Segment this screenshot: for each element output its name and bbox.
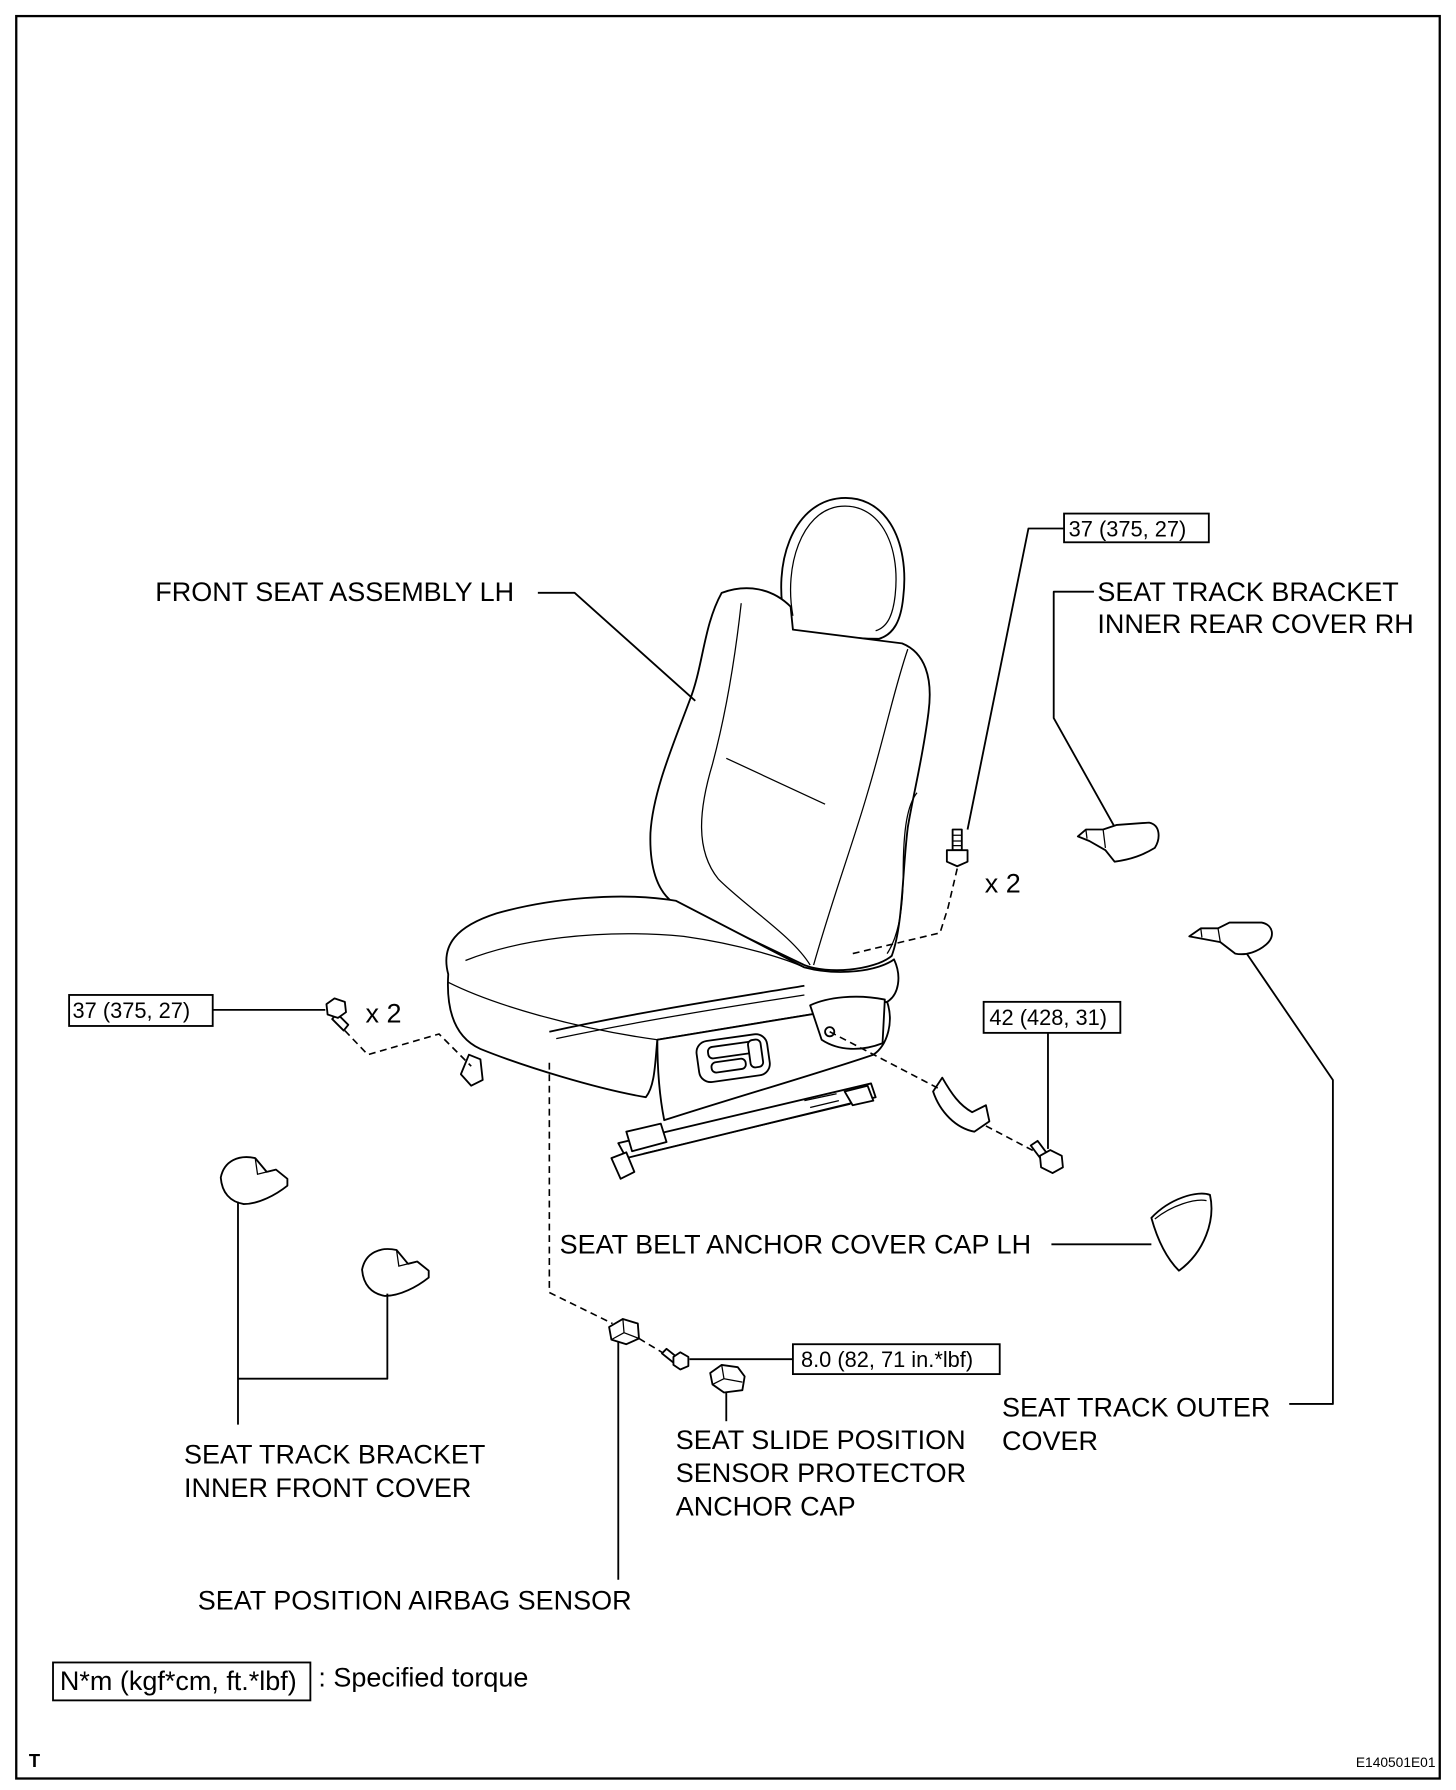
inner-front-cover-upper-edge: [254, 1158, 277, 1175]
seatback-inner-panel-right: [812, 648, 909, 966]
inner-rear-cover-label-line2: INNER REAR COVER RH: [1097, 609, 1413, 639]
seat-cushion-base-line: [549, 984, 805, 1033]
power-seat-switch-knob-recline: [710, 1057, 747, 1074]
front-bolt-torque-value: 37 (375, 27): [73, 998, 191, 1023]
inner-front-cover-label-line1: SEAT TRACK BRACKET: [184, 1440, 485, 1470]
corner-mark: T: [29, 1750, 41, 1771]
front-bolt-install-path: [344, 1030, 472, 1067]
belt-anchor-install-path: [829, 1031, 941, 1090]
rear-bolt-torque-leader: [966, 527, 1065, 830]
outer-cover-label-line2: COVER: [1002, 1426, 1098, 1456]
inner-rear-cover-rh-edge: [1085, 829, 1107, 848]
inner-front-cover-lower-edge: [395, 1249, 418, 1267]
sensor-bolt-install-path: [638, 1337, 663, 1353]
sensor-bolt-torque-value: 8.0 (82, 71 in.*lbf): [801, 1347, 973, 1372]
seat-track-left-foot: [459, 1053, 484, 1087]
sensor-install-path: [548, 1062, 613, 1325]
seat-cushion-top-seam: [465, 933, 805, 968]
torque-legend-box: [52, 1661, 312, 1702]
seat-track-outer-cover: [1188, 921, 1273, 956]
anchor-cap-label-line3: ANCHOR CAP: [676, 1491, 856, 1521]
rear-bolt: [945, 828, 969, 868]
airbag-sensor-label: SEAT POSITION AIRBAG SENSOR: [198, 1586, 632, 1616]
sensor-protector-anchor-cap: [709, 1363, 746, 1394]
sensor-bolt-head: [672, 1351, 690, 1371]
belt-anchor-bolt-torque-box: [982, 1000, 1122, 1034]
inner-front-cover-label-line2: INNER FRONT COVER: [184, 1473, 471, 1503]
front-seat-assembly: [445, 497, 931, 1180]
seatback-outline: [649, 587, 931, 972]
inner-front-cover-leader-lower: [237, 1293, 389, 1380]
belt-anchor-bolt-install-path: [985, 1125, 1035, 1152]
power-seat-switch-knob-lumbar: [747, 1038, 765, 1069]
seat-cushion-outline: [445, 895, 900, 1099]
inner-front-cover-upper: [219, 1156, 289, 1205]
sensor-protector-anchor-cap-detail: [712, 1364, 743, 1386]
diagram-frame: [15, 14, 1441, 1780]
seat-belt-anchor-plate: [932, 1076, 991, 1133]
rear-bolt-head: [945, 849, 969, 868]
inner-rear-cover-rh: [1076, 821, 1160, 863]
front-bolt-quantity: x 2: [366, 999, 402, 1029]
seatback-inner-panel-left: [700, 603, 811, 966]
headrest-outline: [780, 497, 906, 640]
rear-bolt-quantity: x 2: [985, 869, 1021, 899]
seat-belt-anchor-cover-cap: [1150, 1192, 1213, 1272]
seat-track-rail-lower: [643, 1103, 851, 1155]
seatback-side-bolster: [886, 792, 918, 954]
inner-front-cover-lower: [361, 1248, 430, 1297]
seat-track-outer-cover-edge: [1200, 928, 1221, 943]
anchor-cap-label-line1: SEAT SLIDE POSITION: [676, 1425, 966, 1455]
power-seat-switch: [695, 1033, 771, 1084]
headrest-inner-seam: [789, 505, 897, 632]
seat-track-front-bracket: [625, 1122, 668, 1153]
seat-track-front-foot: [610, 1151, 636, 1180]
figure-id: E140501E01: [1356, 1755, 1436, 1770]
front-seat-assembly-label: FRONT SEAT ASSEMBLY LH: [155, 577, 514, 607]
outer-cover-leader: [1245, 953, 1334, 1405]
seatback-seam: [726, 757, 826, 805]
torque-legend-description: : Specified torque: [318, 1663, 528, 1693]
sensor-bolt-torque-box: [791, 1343, 1001, 1376]
seat-position-airbag-sensor-detail: [611, 1318, 640, 1341]
belt-anchor-bolt: [1029, 1139, 1064, 1174]
torque-legend-unit: N*m (kgf*cm, ft.*lbf): [60, 1666, 297, 1696]
outer-cover-label-line1: SEAT TRACK OUTER: [1002, 1393, 1270, 1423]
rear-bolt-torque-value: 37 (375, 27): [1069, 517, 1187, 542]
seat-track-rear-foot: [843, 1084, 875, 1107]
rear-bolt-thread: [952, 834, 962, 847]
belt-anchor-bolt-torque-value: 42 (428, 31): [989, 1005, 1107, 1030]
sensor-bolt: [661, 1347, 690, 1371]
seat-belt-anchor-cover-cap-rim: [1154, 1199, 1207, 1220]
inner-rear-cover-leader: [1052, 590, 1125, 844]
inner-rear-cover-label-line1: SEAT TRACK BRACKET: [1097, 577, 1398, 607]
front-bolt: [325, 997, 350, 1032]
seat-cushion-front-seam: [447, 981, 658, 1041]
front-seat-assembly-leader: [537, 591, 696, 702]
seat-cushion-base-line-2: [556, 994, 805, 1040]
seat-track-rear-slot: [804, 1093, 840, 1109]
seat-belt-anchor-cap-label: SEAT BELT ANCHOR COVER CAP LH: [560, 1229, 1031, 1259]
rear-bolt-shank: [951, 828, 963, 852]
anchor-cap-label-line2: SENSOR PROTECTOR: [676, 1458, 966, 1488]
front-bolt-head: [325, 997, 347, 1019]
belt-anchor-bolt-head: [1039, 1149, 1064, 1174]
